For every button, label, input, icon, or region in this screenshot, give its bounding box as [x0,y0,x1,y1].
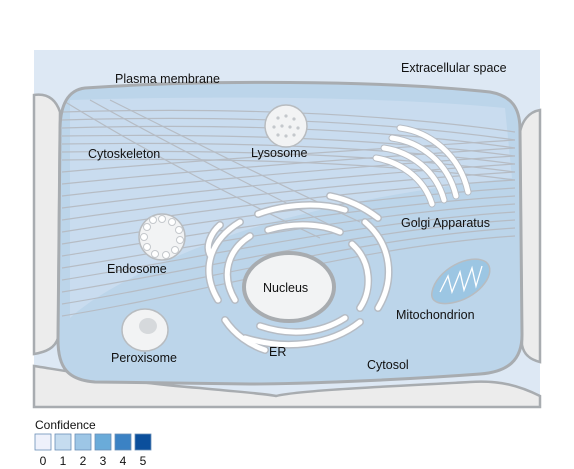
label-peroxisome: Peroxisome [111,351,177,365]
label-cytosol: Cytosol [367,358,409,372]
legend-label-4: 4 [120,454,127,468]
neighbor-cell-left [32,93,62,356]
plasma-membrane [56,80,524,386]
legend-label-1: 1 [60,454,67,468]
label-mitochondrion: Mitochondrion [396,308,475,322]
legend-label-5: 5 [140,454,147,468]
label-extracellular-space: Extracellular space [401,61,507,75]
peroxisome [121,308,169,352]
endoplasmic-reticulum [204,192,393,354]
legend-swatch-1 [54,433,72,451]
nucleus [242,251,336,323]
lysosome [264,104,308,148]
legend-swatch-5 [134,433,152,451]
mitochondrion [431,258,491,305]
endosome [138,213,186,261]
label-golgi-apparatus: Golgi Apparatus [401,216,490,230]
label-cytoskeleton: Cytoskeleton [88,147,160,161]
label-plasma-membrane: Plasma membrane [115,72,220,86]
legend-label-3: 3 [100,454,107,468]
label-lysosome: Lysosome [251,146,308,160]
legend-swatch-4 [114,433,132,451]
legend-label-0: 0 [40,454,47,468]
legend-swatch-2 [74,433,92,451]
label-endosome: Endosome [107,262,167,276]
legend-swatch-0 [34,433,52,451]
label-nucleus: Nucleus [263,281,308,295]
label-er: ER [269,345,286,359]
legend-swatch-3 [94,433,112,451]
legend-title: Confidence [35,418,96,432]
golgi-apparatus [372,124,472,208]
legend-label-2: 2 [80,454,87,468]
